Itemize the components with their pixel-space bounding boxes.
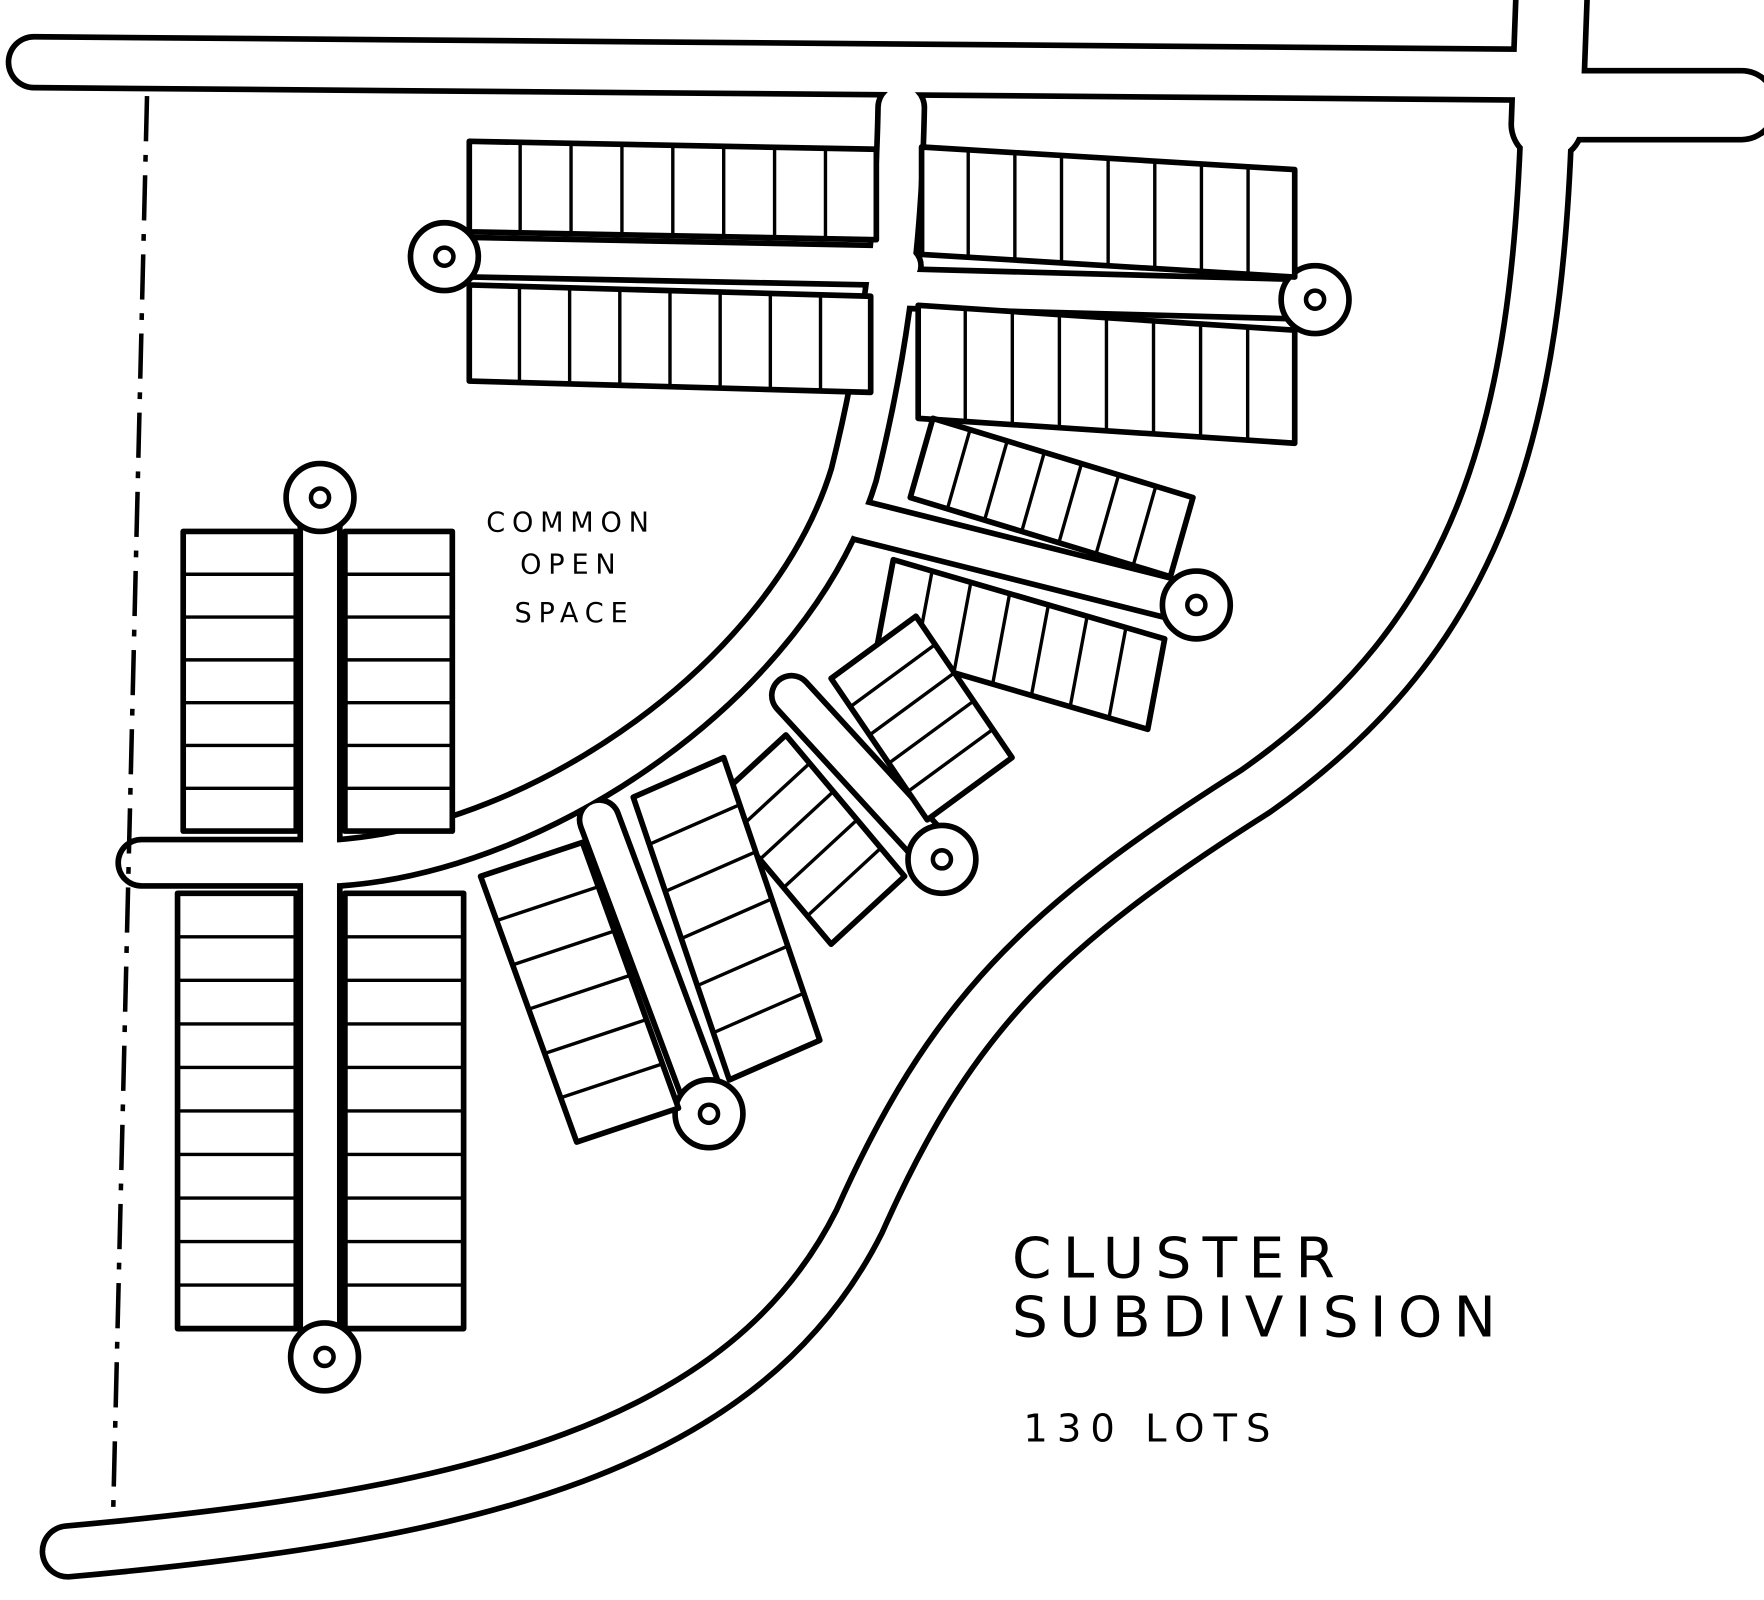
lot-line (982, 440, 1009, 521)
lot-line (528, 973, 631, 1011)
street-5-surface (582, 802, 726, 1131)
lot-line (680, 897, 773, 941)
cul-de-sacs (283, 219, 1352, 1394)
lot-line (887, 699, 975, 765)
internal-loop-road-surface (121, 87, 922, 884)
lot-line (1020, 451, 1046, 532)
open-space-label-line3: SPACE (515, 598, 635, 629)
lot-line (945, 429, 972, 510)
lot-line (758, 790, 835, 861)
lot-line (907, 727, 994, 793)
lot-block-12 (342, 528, 456, 834)
title-line2: SUBDIVISION (1012, 1286, 1507, 1351)
lot-count-label: 130 LOTS (1023, 1407, 1279, 1452)
cul-de-sac-island-5 (697, 1102, 721, 1126)
street-3-surface (842, 503, 1214, 622)
title-line1: CLUSTER (1012, 1227, 1346, 1292)
open-space-label-line1: COMMON (486, 507, 655, 538)
street-2-surface (876, 271, 1333, 317)
cul-de-sac-island-3 (1185, 593, 1208, 617)
lot-line (868, 671, 956, 737)
top-road-surface (11, 39, 1544, 98)
lot-line (1094, 474, 1121, 555)
cul-de-sac-island-2 (1303, 288, 1327, 311)
lot-line (734, 762, 811, 833)
lot-line (544, 1017, 647, 1056)
lot-block-8 (709, 732, 908, 947)
open-space-label-line2: OPEN (520, 549, 622, 580)
lot-line (696, 944, 789, 988)
lot-line (849, 643, 937, 709)
lot-line (1029, 604, 1051, 696)
lot-block-7 (828, 613, 1015, 823)
lot-line (560, 1062, 663, 1100)
street-1-surface (427, 239, 919, 283)
cul-de-sac-island-6 (308, 486, 332, 509)
lot-line (806, 846, 883, 918)
lot-line (712, 991, 805, 1035)
lot-block-5 (907, 415, 1196, 580)
road-surface (11, 0, 1764, 1574)
lot-line (990, 593, 1012, 685)
street-4-surface (774, 678, 959, 877)
lot-line (1068, 615, 1089, 708)
lot-line (496, 885, 599, 923)
cul-de-sac-island-7 (313, 1345, 336, 1369)
lot-line (664, 850, 757, 893)
cul-de-sac-island-4 (930, 848, 954, 871)
lot-line (952, 582, 973, 674)
property-boundary-line (110, 96, 150, 1516)
lot-line (1131, 485, 1158, 566)
cul-de-sac-island-1 (433, 245, 456, 268)
lot-blocks (174, 138, 1298, 1332)
lot-line (1057, 463, 1084, 544)
lot-block-11 (180, 528, 300, 834)
lot-line (1107, 627, 1128, 719)
highway-surface (45, 84, 1570, 1574)
lot-line (648, 803, 741, 846)
lot-line (782, 818, 859, 889)
lot-block-6 (873, 556, 1168, 733)
lot-line (512, 929, 615, 967)
